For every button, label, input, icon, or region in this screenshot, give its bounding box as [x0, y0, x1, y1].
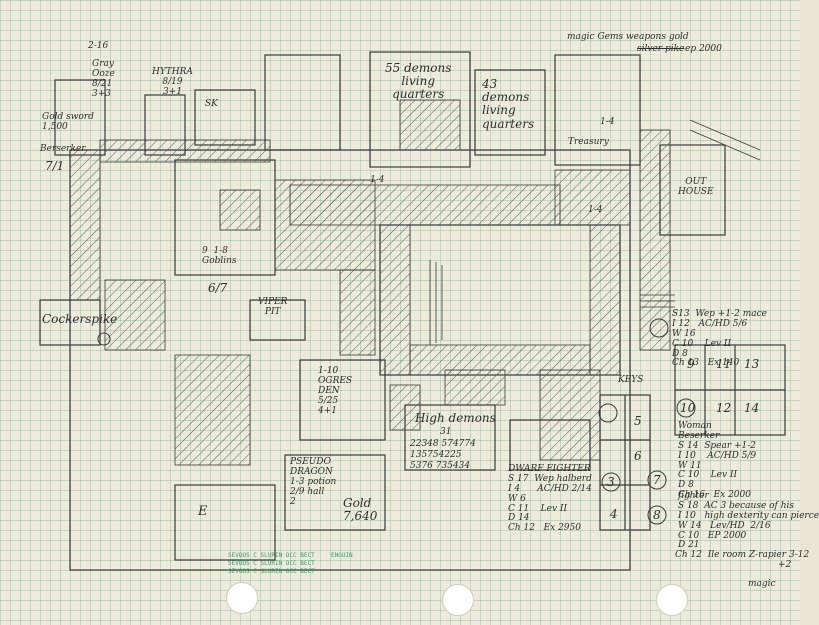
- corridor-1-4-label-b: 1-4: [370, 175, 385, 185]
- room-8: 8: [653, 508, 661, 522]
- room-10: 10: [680, 401, 696, 415]
- room-e-label: E: [198, 504, 208, 519]
- dungeon-map: [39, 51, 786, 571]
- pseudo-dragon-label: PSEUDO DRAGON 1-3 potion 2/9 hall 2: [290, 457, 337, 507]
- sk-label-1: SK: [205, 99, 218, 109]
- dwarf-fighter-stats: DWARF FIGHTER S 17 Wep halberd I 4 AC/HD…: [508, 464, 592, 534]
- mace-character-stats: S13 Wep +1-2 mace I 12 AC/HD 5/6 W 16 C …: [672, 309, 767, 369]
- treasure-header: magic Gems weapons gold: [567, 32, 689, 42]
- room-14: 14: [744, 401, 760, 415]
- gray-ooze-count: 2-16: [88, 41, 109, 51]
- ogres-den-label: 1-10 OGRES DEN 5/25 4+1: [318, 366, 353, 416]
- silver-pike-label: silver pike: [637, 44, 685, 54]
- punch-hole-right: [656, 584, 688, 616]
- pseudo-dragon-room: [284, 454, 386, 531]
- cockerspike-label: Cockerspike: [42, 312, 118, 326]
- hythra-label: HYTHRA 8/19 3+1: [152, 67, 193, 97]
- magic-word: magic: [748, 579, 776, 589]
- high-demons-label: High demons: [415, 411, 496, 425]
- ogres-den: [299, 359, 386, 441]
- viper-pit: [249, 299, 306, 341]
- gray-ooze-label: Gray Ooze 8/21 3+3: [92, 59, 115, 99]
- diagonal-corridor: [289, 184, 561, 226]
- high-demons-row-2: 135754225: [410, 450, 462, 460]
- room-9: 9: [687, 357, 695, 371]
- hatched-block-b: [554, 169, 631, 226]
- paper-stamp-line-3: SEVOOS C SLURIN OCC BECT: [228, 568, 315, 575]
- keys-label: KEYS: [618, 375, 644, 385]
- room-6-7-label: 6/7: [208, 281, 228, 295]
- punch-hole-left: [226, 582, 258, 614]
- high-demons-count: 31: [440, 427, 452, 437]
- corridor-1-4-label: 1-4: [600, 117, 615, 127]
- hatched-block-d: [174, 354, 251, 466]
- high-demons-row-3: 5376 735434: [410, 461, 471, 471]
- woman-beserker-stats: Woman Beserker S 14 Spear +1-2 I 10 AC/H…: [678, 421, 757, 501]
- trap-room: [264, 54, 341, 151]
- hatched-block-c: [104, 279, 166, 351]
- hall-west-wall: [379, 224, 411, 376]
- demons-43-label: 43 demons living quarters: [482, 77, 535, 131]
- fighter-stats: fighter S 18 AC 3 because of his I 10 hi…: [678, 491, 819, 551]
- room-12: 12: [716, 401, 732, 415]
- hatched-block-g: [444, 369, 506, 406]
- out-house-label: OUT HOUSE: [678, 177, 714, 197]
- goblins-label: 9 1-8 Goblins: [202, 246, 237, 266]
- gold-7640-label: Gold 7,640: [343, 496, 378, 524]
- demons-43-room: [474, 69, 546, 156]
- room-7: 7: [653, 473, 661, 487]
- paper-stamp-line-1: SEVOOS C SLURIN OCC BECT: [228, 552, 315, 559]
- north-corridor: [99, 139, 271, 163]
- paper-stamp-brand: ENGUIN: [331, 552, 353, 559]
- main-complex: [69, 149, 631, 571]
- room-3: 3: [607, 475, 615, 489]
- hall-east-wall: [589, 224, 621, 376]
- sk-room: [194, 89, 256, 146]
- treasury-label: Treasury: [568, 137, 609, 147]
- treasury-room: [554, 54, 641, 166]
- ch12-line: Ch 12 Ile room Z-rapier 3-12 +2: [675, 550, 810, 570]
- room-6: 6: [634, 449, 642, 463]
- room-13: 13: [744, 357, 760, 371]
- room-e: [174, 484, 276, 561]
- hatched-block-f: [389, 384, 421, 431]
- berserker-label: Berserker: [40, 144, 86, 154]
- room-11: 11: [716, 357, 732, 371]
- room-5: 5: [634, 414, 642, 428]
- demons-55-room: [369, 51, 471, 168]
- room-7-1-label: 7/1: [45, 159, 65, 173]
- hatched-block-j: [399, 99, 461, 151]
- room-4: 4: [610, 507, 618, 521]
- hatched-block-h: [539, 369, 601, 461]
- gold-sword-label: Gold sword 1,500: [42, 112, 94, 132]
- demons-55-label: 55 demons living quarters: [385, 61, 452, 102]
- paper-stamp-line-2: SEVOOS C SLURIN OCC BECT: [228, 560, 315, 567]
- east-corridor: [639, 129, 671, 351]
- ep2000-label: ep 2000: [685, 44, 722, 54]
- punch-hole-middle: [442, 584, 474, 616]
- viper-pit-label: VIPER PIT: [258, 297, 288, 317]
- corridor-1-4-label-c: 1-4: [588, 205, 603, 215]
- west-corridor: [69, 149, 101, 301]
- high-demons-row-1: 22348 574774: [410, 439, 476, 449]
- hatched-block-i: [219, 189, 261, 231]
- hatched-block-e: [339, 269, 376, 356]
